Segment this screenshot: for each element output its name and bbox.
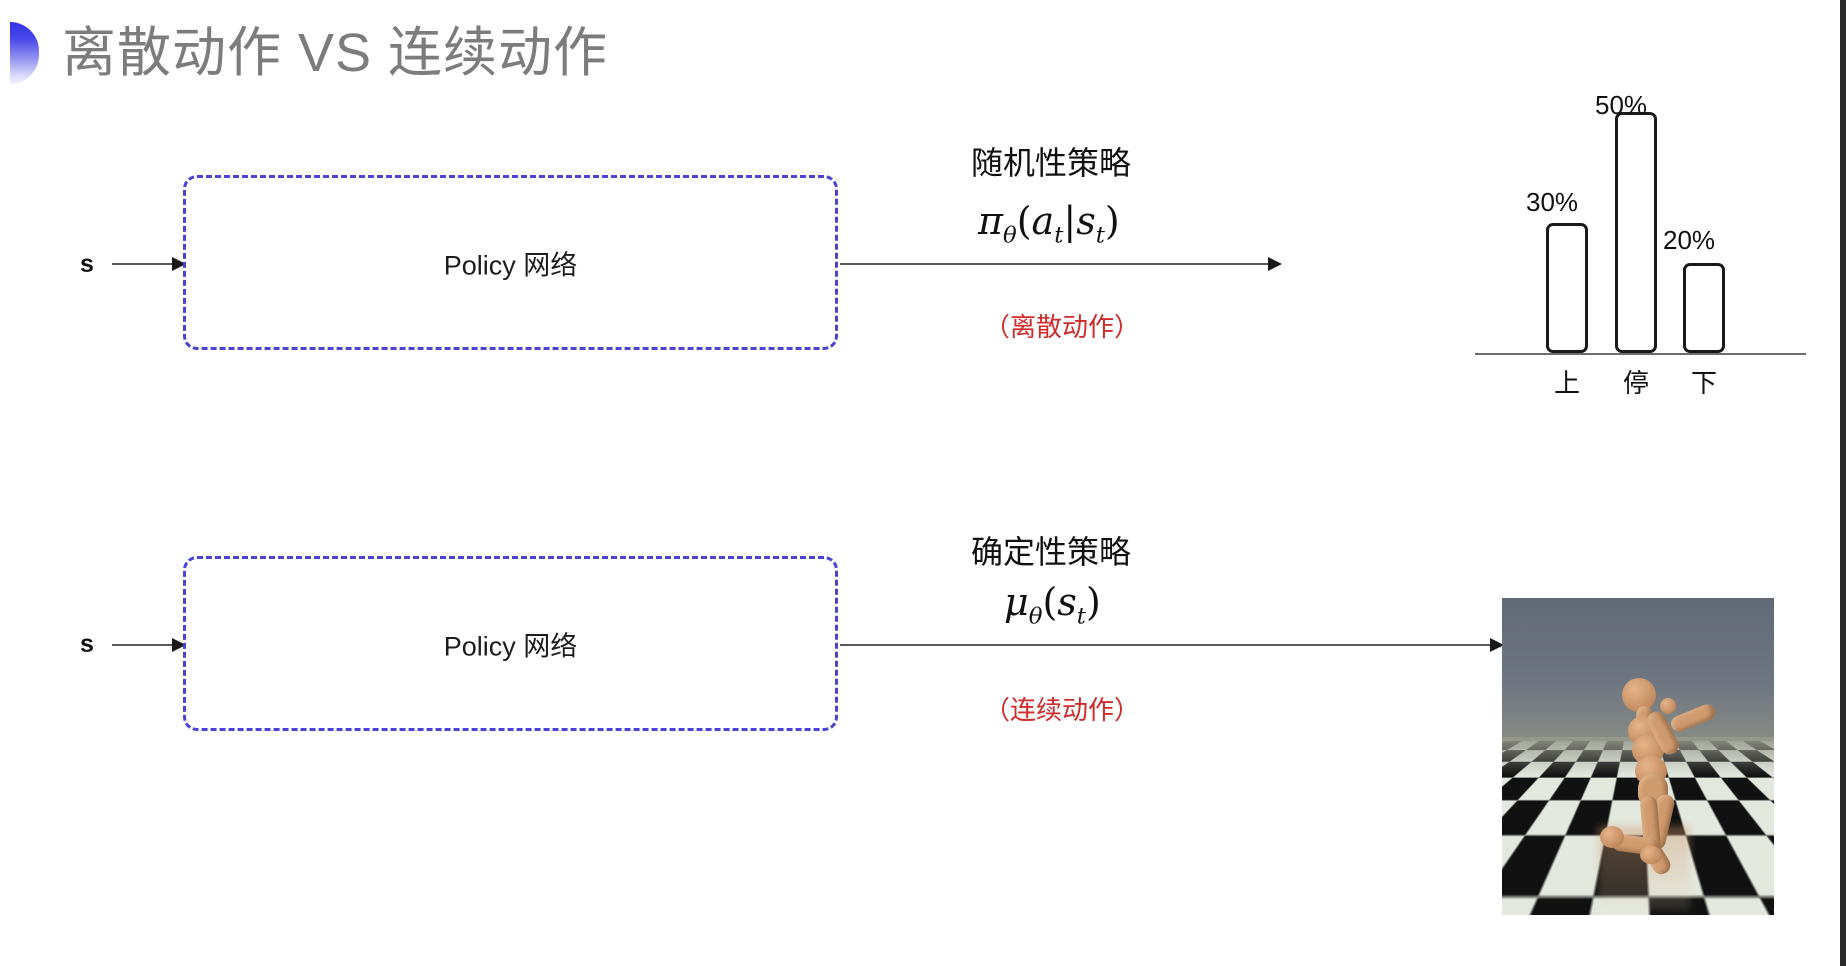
stochastic-policy-caption: 随机性策略 (971, 145, 1132, 181)
bar-category-down: 下 (1691, 368, 1718, 398)
formula-mu-close-paren: ) (1085, 580, 1101, 624)
formula-open-paren: ( (1016, 199, 1032, 243)
chart-baseline-axis (1475, 353, 1806, 355)
page-title: 离散动作 VS 连续动作 (62, 23, 609, 83)
discrete-action-note: （离散动作） (984, 312, 1141, 342)
bar-category-up: 上 (1554, 368, 1581, 398)
bar-stop (1615, 112, 1657, 353)
formula-arg-a: a (1031, 199, 1055, 243)
bar-value-down: 20% (1663, 225, 1716, 255)
stochastic-policy-formula: πθ(at|st) (978, 199, 1120, 249)
formula-close-paren: ) (1104, 199, 1120, 243)
formula-fn-mu: μ (1004, 580, 1029, 624)
formula-arg-a-sub-t: t (1054, 222, 1064, 249)
formula-arg-s-sub-t: t (1095, 222, 1105, 249)
bar-category-stop: 停 (1623, 368, 1650, 398)
formula-mu-open-paren: ( (1042, 580, 1058, 624)
humanoid-foot-back (1600, 826, 1624, 848)
policy-network-box-top[interactable]: Policy 网络 (183, 175, 838, 350)
policy-network-label-top: Policy 网络 (443, 250, 578, 280)
half-circle-bullet-icon (10, 22, 39, 84)
bar-down (1683, 263, 1725, 353)
arrow-state-to-policy-top (112, 263, 184, 265)
formula-given-bar: | (1063, 199, 1077, 243)
policy-network-box-bottom[interactable]: Policy 网络 (183, 556, 838, 731)
arrow-state-to-policy-bottom (112, 644, 184, 646)
continuous-action-note: （连续动作） (984, 695, 1141, 725)
formula-arg-s: s (1076, 199, 1096, 243)
state-input-label-top: s (80, 250, 94, 278)
humanoid-simulation-image (1502, 598, 1774, 915)
arrow-policy-to-output-bottom (840, 644, 1502, 646)
formula-fn-pi: π (978, 199, 1003, 243)
screen-edge-artifact (1840, 0, 1846, 966)
formula-mu-arg-s: s (1057, 580, 1077, 624)
formula-mu-sub-theta: θ (1028, 603, 1043, 630)
bar-up (1546, 223, 1588, 353)
formula-sub-theta: θ (1002, 222, 1017, 249)
humanoid-foot-front (1640, 846, 1662, 864)
action-probability-bar-chart: 30% 50% 20% 上 停 下 (1470, 90, 1806, 398)
deterministic-policy-formula: μθ(st) (1004, 580, 1101, 630)
formula-mu-arg-sub-t: t (1076, 603, 1086, 630)
policy-network-label-bottom: Policy 网络 (443, 631, 578, 661)
bar-value-stop: 50% (1595, 90, 1648, 120)
state-input-label-bottom: s (80, 630, 94, 658)
arrow-policy-to-output-top (840, 263, 1280, 265)
deterministic-policy-caption: 确定性策略 (971, 534, 1132, 570)
bar-value-up: 30% (1526, 187, 1579, 217)
humanoid-hand (1660, 698, 1676, 714)
